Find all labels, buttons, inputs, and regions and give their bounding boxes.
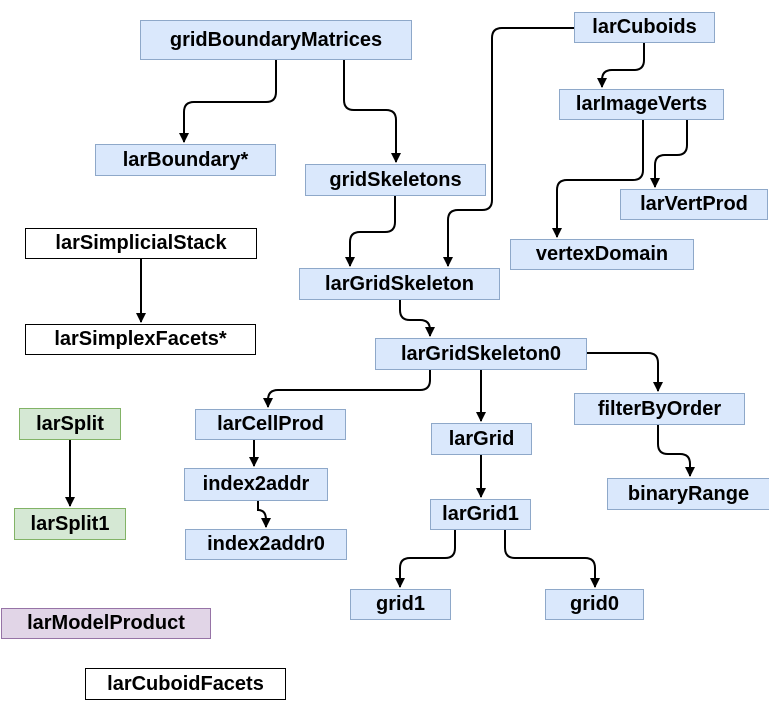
edge-gridBoundaryMatrices-gridSkeletons [343,60,401,163]
node-larCellProd[interactable]: larCellProd [195,409,346,440]
edge-larGridSkeleton0-filterByOrder [587,352,663,392]
node-larSimplicialStack[interactable]: larSimplicialStack [25,228,257,259]
edge-larGrid1-grid1 [395,530,456,588]
node-larGridSkeleton0[interactable]: larGridSkeleton0 [375,338,587,370]
node-larCuboids[interactable]: larCuboids [574,12,715,43]
node-filterByOrder[interactable]: filterByOrder [574,393,745,425]
node-larSplit[interactable]: larSplit [19,408,121,440]
node-larBoundary[interactable]: larBoundary* [95,144,276,176]
node-larGrid[interactable]: larGrid [431,423,532,455]
node-grid0[interactable]: grid0 [545,589,644,620]
edge-filterByOrder-binaryRange [657,425,695,477]
node-vertexDomain[interactable]: vertexDomain [510,239,694,270]
node-larGridSkeleton[interactable]: larGridSkeleton [299,268,500,300]
node-larSplit1[interactable]: larSplit1 [14,508,126,540]
node-larModelProduct[interactable]: larModelProduct [1,608,211,639]
edge-larImageVerts-vertexDomain [552,120,644,238]
node-gridBoundaryMatrices[interactable]: gridBoundaryMatrices [140,20,412,60]
edge-larImageVerts-larVertProd [650,120,688,188]
edge-larGridSkeleton0-larCellProd [263,370,431,408]
node-gridSkeletons[interactable]: gridSkeletons [305,164,486,196]
edge-larCuboids-larImageVerts [597,43,645,88]
node-grid1[interactable]: grid1 [350,589,451,620]
node-binaryRange[interactable]: binaryRange [607,478,769,510]
node-larVertProd[interactable]: larVertProd [620,189,768,220]
edge-gridSkeletons-larGridSkeleton [345,196,396,267]
edge-larCuboids-larGridSkeleton [443,27,574,267]
node-index2addr[interactable]: index2addr [184,468,328,501]
node-larImageVerts[interactable]: larImageVerts [559,89,724,120]
node-larSimplexFacets[interactable]: larSimplexFacets* [25,324,256,355]
node-index2addr0[interactable]: index2addr0 [185,529,347,560]
edge-larGrid1-grid0 [504,530,600,588]
node-larGrid1[interactable]: larGrid1 [430,499,531,530]
edge-gridBoundaryMatrices-larBoundary [179,60,277,143]
edge-larGridSkeleton-larGridSkeleton0 [399,300,435,337]
edge-index2addr-index2addr0 [257,501,271,528]
node-larCuboidFacets[interactable]: larCuboidFacets [85,668,286,700]
